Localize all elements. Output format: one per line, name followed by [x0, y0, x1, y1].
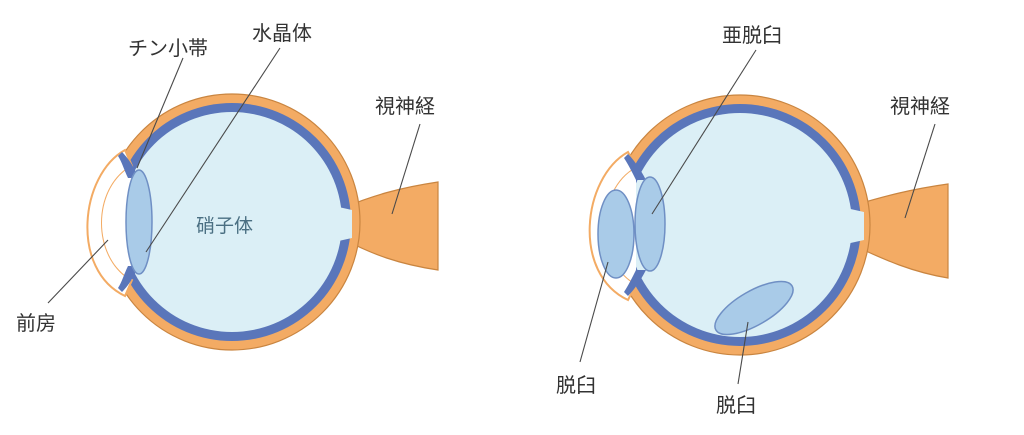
- right-eye: 亜脱臼 視神経 脱臼 脱臼: [556, 23, 950, 417]
- label-dislocation-posterior: 脱臼: [716, 393, 756, 417]
- leader-dislocation-anterior: [579, 261, 609, 363]
- label-anterior-chamber: 前房: [16, 311, 56, 335]
- leader-right-optic-nerve: [904, 123, 936, 219]
- left-lens: [125, 169, 153, 275]
- left-ciliary-upper: [118, 152, 138, 178]
- right-ciliary-lower: [624, 270, 646, 296]
- leader-left-optic-nerve: [391, 123, 421, 215]
- label-zonule: チン小帯: [128, 36, 208, 60]
- left-eye: チン小帯 水晶体 視神経 硝子体 前房: [16, 21, 439, 351]
- label-left-optic-nerve: 視神経: [375, 94, 435, 118]
- right-optic-nerve: [854, 183, 949, 279]
- right-vitreous-body: [628, 113, 852, 337]
- right-ciliary-upper: [624, 154, 646, 180]
- left-anterior-chamber: [102, 166, 132, 280]
- label-subluxation: 亜脱臼: [722, 23, 782, 47]
- left-ciliary-lower: [118, 266, 138, 292]
- label-vitreous: 硝子体: [196, 215, 253, 237]
- label-lens: 水晶体: [252, 21, 312, 45]
- right-lens-anterior-dislocation: [597, 189, 635, 279]
- label-dislocation-anterior: 脱臼: [556, 373, 596, 397]
- label-right-optic-nerve: 視神経: [890, 94, 950, 118]
- leader-dislocation-posterior: [737, 321, 749, 385]
- left-vitreous-body: [122, 112, 342, 332]
- right-lens-posterior-dislocation: [714, 280, 794, 336]
- leader-zonule: [136, 57, 184, 169]
- left-optic-nerve: [344, 181, 439, 271]
- left-optic-disc: [334, 206, 352, 242]
- right-optic-disc: [846, 208, 864, 244]
- right-lens-subluxation: [634, 176, 666, 272]
- leader-subluxation: [651, 49, 757, 215]
- leader-anterior-chamber: [47, 239, 109, 304]
- leader-lens: [145, 47, 281, 253]
